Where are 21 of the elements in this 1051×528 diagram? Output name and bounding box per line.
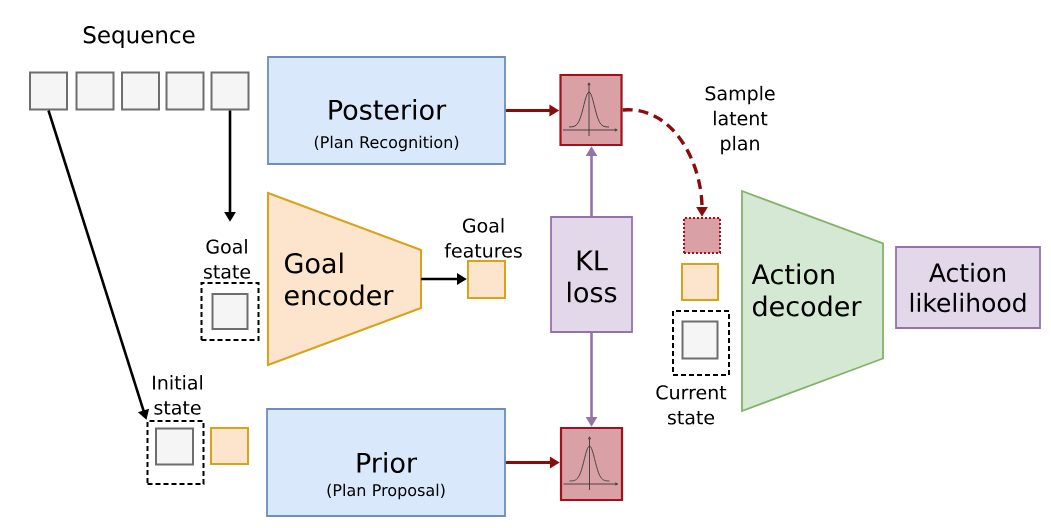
title-text: Sequence <box>83 26 195 48</box>
small-square <box>210 427 249 465</box>
edge-label: Sample latent plan <box>705 85 775 155</box>
small-square <box>681 320 719 360</box>
heading-label: Initial state <box>153 375 202 415</box>
heading-label: Goal features <box>444 218 522 258</box>
process-box: Action likelihood <box>895 246 1041 329</box>
dotted-square <box>683 217 721 254</box>
small-square <box>29 71 68 111</box>
heading-label: Current state <box>656 385 727 425</box>
small-square <box>121 71 160 111</box>
process-box: Posterior (Plan Recognition) <box>267 56 506 165</box>
small-square <box>75 71 115 111</box>
small-square <box>155 427 194 466</box>
heading-label: Goal state <box>204 239 251 279</box>
small-square <box>681 263 719 301</box>
process-box: KL loss <box>550 216 633 333</box>
small-square <box>210 71 250 111</box>
small-square <box>165 71 205 111</box>
small-square <box>211 293 249 330</box>
process-box: Prior (Plan Proposal) <box>266 408 506 517</box>
